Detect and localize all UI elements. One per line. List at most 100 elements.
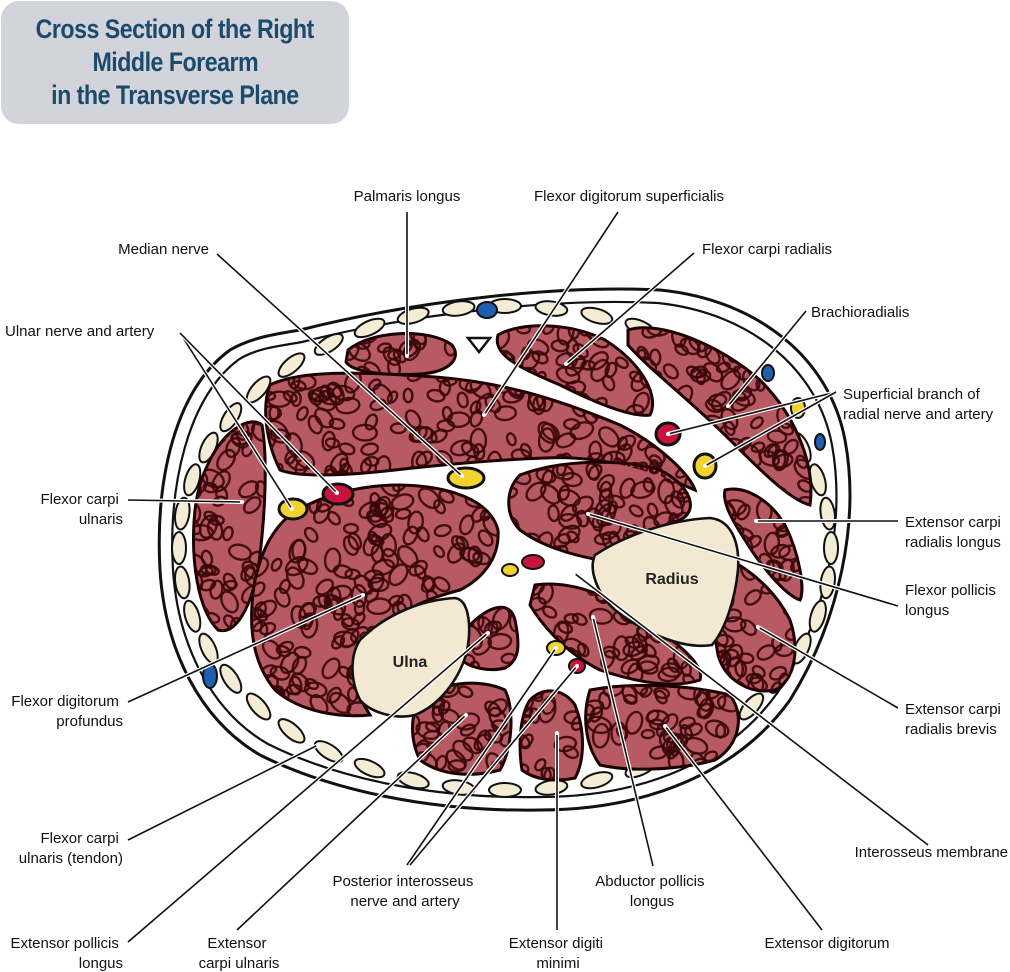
muscle-fascicle xyxy=(666,407,681,420)
muscle-fascicle xyxy=(778,558,795,582)
muscle-fascicle xyxy=(435,373,456,384)
muscle-fascicle xyxy=(193,502,202,524)
muscle-fascicle xyxy=(364,413,379,431)
muscle-fascicle xyxy=(598,426,620,448)
muscle-fascicle xyxy=(487,632,513,651)
label-extensor-carpi-radialis-longus: Extensor carpi radialis longus xyxy=(905,514,1005,551)
muscle-fascicle xyxy=(640,728,656,740)
muscle-fascicle xyxy=(360,442,380,456)
muscle-fascicle xyxy=(303,526,319,543)
muscle-fascicle xyxy=(519,442,533,458)
muscle-fascicle xyxy=(353,599,366,616)
muscle-fascicle xyxy=(295,406,309,422)
muscle-fascicle xyxy=(682,410,694,426)
muscle-fascicle xyxy=(680,660,693,678)
muscle-fascicle xyxy=(722,648,740,661)
muscle-fascicle xyxy=(596,473,616,493)
muscle-fascicle xyxy=(338,442,356,456)
muscle-fascicle xyxy=(556,488,581,507)
muscle-fascicle xyxy=(515,325,532,335)
muscle-fascicle xyxy=(589,706,604,723)
muscle-fascicle xyxy=(493,405,518,422)
muscle-fascicle xyxy=(557,524,581,545)
muscle-fascicle xyxy=(531,350,549,365)
muscle-fascicle xyxy=(313,503,331,525)
muscle-fascicle xyxy=(588,607,614,625)
label-extensor-pollicis-longus: Extensor pollicis longus xyxy=(10,935,123,972)
muscle-fascicle xyxy=(222,572,237,590)
muscle-fascicle xyxy=(293,645,312,659)
leader-extensor-carpi-radialis-brevis xyxy=(757,626,899,709)
fat-lobule xyxy=(396,771,430,790)
fat-lobule xyxy=(488,782,522,798)
muscle-fascicle xyxy=(674,407,695,425)
muscle-fascicle xyxy=(653,686,671,700)
muscle-fascicle xyxy=(425,721,441,733)
muscle-fascicle xyxy=(730,396,751,412)
ulna-label: Ulna xyxy=(393,654,428,671)
muscle-fascicle xyxy=(541,469,554,486)
leader-end-median-nerve xyxy=(460,474,464,478)
muscle-fascicle xyxy=(738,652,755,665)
muscle-fascicle xyxy=(571,357,587,370)
muscle-fascicle xyxy=(390,493,415,511)
muscle-fascicle xyxy=(198,565,214,578)
muscle-fascicle xyxy=(715,361,731,374)
muscle-fascicle xyxy=(577,642,590,658)
leader-interosseus-membrane xyxy=(573,572,929,846)
muscle-fascicle xyxy=(331,634,346,650)
muscle-fascicle xyxy=(202,482,219,494)
muscle-fascicle xyxy=(321,430,336,452)
leader-flexor-carpi-radialis xyxy=(565,252,695,365)
muscle-fascicle xyxy=(435,754,448,771)
muscle-fascicle xyxy=(420,576,436,593)
muscle-fascicle xyxy=(508,486,519,500)
title-box: Cross Section of the Right Middle Forear… xyxy=(1,1,349,124)
muscle-fascicle xyxy=(598,488,614,511)
fat-lobule xyxy=(353,757,386,779)
muscle-fascicle xyxy=(332,564,354,579)
fat-lobule xyxy=(183,599,202,633)
muscle-fascicle xyxy=(270,557,283,572)
leader-end-extensor-digiti-minimi xyxy=(555,731,559,735)
radius-label: Radius xyxy=(645,571,698,588)
muscle-fascicle xyxy=(740,476,757,490)
leader-end-ulnar-artery xyxy=(335,491,339,495)
muscle-fascicle xyxy=(724,498,747,517)
muscle-fascicle xyxy=(508,608,518,633)
muscle-fascicle xyxy=(326,686,342,704)
muscle-fascicle xyxy=(699,484,715,498)
muscle-fascicle xyxy=(716,694,739,713)
muscle-fascicle xyxy=(772,449,789,472)
muscle-fascicle xyxy=(801,327,811,337)
muscle-fascicle xyxy=(469,409,484,428)
leader-flexor-carpi-ulnaris xyxy=(127,499,243,503)
muscle-fascicle xyxy=(723,420,736,436)
muscle-fascicle xyxy=(547,504,560,523)
muscle-fascicle xyxy=(537,421,558,444)
muscle-fascicle xyxy=(392,485,408,493)
vein-superficial-lateral xyxy=(814,433,826,451)
label-extensor-carpi-radialis-brevis: Extensor carpi radialis brevis xyxy=(905,701,1005,738)
muscle-fascicle xyxy=(740,619,757,637)
muscle-fascicle xyxy=(483,620,502,635)
leader-posterior-interosseus-artery xyxy=(409,665,578,866)
label-flexor-digitorum-superficialis: Flexor digitorum superficialis xyxy=(534,188,724,205)
ulna-bone xyxy=(351,596,471,718)
muscle-fascicle xyxy=(335,396,361,415)
label-interosseus-membrane: Interosseus membrane xyxy=(855,844,1008,861)
muscle-fascicle xyxy=(684,736,709,755)
median-nerve-structure xyxy=(446,466,486,490)
muscle-fascicle xyxy=(477,529,494,547)
muscle-fascicle xyxy=(386,358,402,375)
muscle-fascicle xyxy=(625,710,644,735)
muscle-fascicle xyxy=(614,356,629,370)
muscle-fascicle xyxy=(555,366,581,385)
fat-lobule xyxy=(823,531,839,565)
muscle-fascicle xyxy=(540,483,561,505)
muscle-fascicle xyxy=(342,522,360,535)
label-extensor-digiti-minimi: Extensor digiti minimi xyxy=(509,935,607,972)
muscle-fascicle xyxy=(355,365,374,375)
muscle-fascicle xyxy=(242,496,262,515)
muscle-fascicle xyxy=(690,368,712,384)
